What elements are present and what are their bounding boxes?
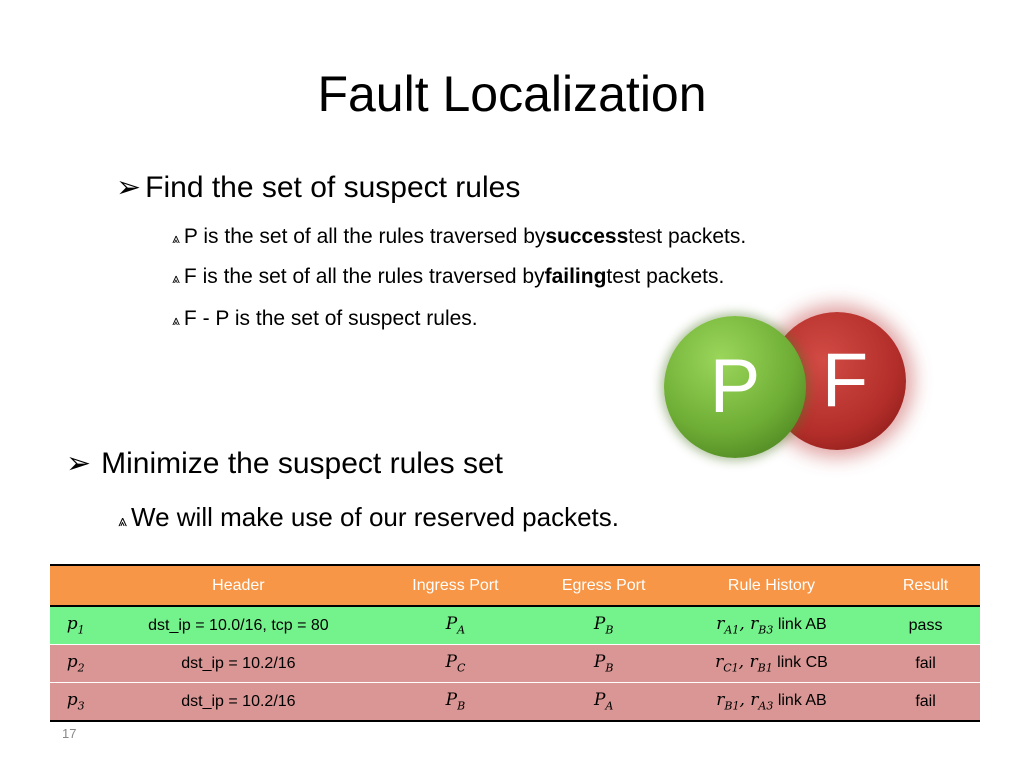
bullet-minimize-suspect-rules: ➢ Minimize the suspect rules set	[66, 446, 503, 481]
rule-history-cell: rA1, rB3 link AB	[671, 606, 872, 645]
bullet-text: Minimize the suspect rules set	[101, 447, 503, 480]
slide-title: Fault Localization	[317, 66, 707, 122]
rule-history-cell: rB1, rA3 link AB	[671, 682, 872, 722]
pennant-bullet-icon: ⩓	[172, 312, 180, 328]
sub-bullet-suspect-rules: ⩓ F - P is the set of suspect rules.	[172, 307, 478, 331]
pennant-bullet-icon: ⩓	[172, 270, 180, 286]
egress-port-cell: PB	[535, 644, 672, 683]
sub-bullet-text: P is the set of all the rules traversed …	[183, 225, 546, 248]
ingress-port-cell: PC	[375, 644, 536, 683]
column-header-egress-port: Egress Port	[535, 564, 672, 607]
egress-port-cell: PB	[535, 606, 672, 645]
sub-bullet-reserved-packets: ⩓ We will make use of our reserved packe…	[118, 502, 619, 533]
bullet-text: Find the set of suspect rules	[145, 171, 521, 204]
ingress-port-cell: PA	[375, 606, 536, 645]
table-header-row: Header Ingress Port Egress Port Rule His…	[50, 564, 980, 607]
header-cell: dst_ip = 10.2/16	[101, 682, 376, 722]
egress-port-cell: PA	[535, 682, 672, 722]
sub-bullet-text: We will make use of our reserved packets…	[131, 502, 619, 532]
sub-bullet-f-definition: ⩓ F is the set of all the rules traverse…	[172, 265, 724, 289]
arrowhead-bullet-icon: ➢	[116, 171, 142, 204]
column-header-result: Result	[871, 564, 980, 607]
venn-label-p: P	[709, 344, 761, 429]
rule-history-cell: rC1, rB1 link CB	[671, 644, 872, 683]
page-number: 17	[62, 726, 77, 741]
header-cell: dst_ip = 10.2/16	[101, 644, 376, 683]
result-cell: fail	[871, 644, 980, 683]
venn-circle-p: P	[664, 316, 806, 458]
table-row: p3 dst_ip = 10.2/16 PB PA rB1, rA3 link …	[50, 682, 980, 722]
sub-bullet-text: F is the set of all the rules traversed …	[183, 265, 545, 288]
pennant-bullet-icon: ⩓	[172, 230, 180, 246]
header-cell: dst_ip = 10.0/16, tcp = 80	[101, 606, 376, 645]
result-cell: pass	[871, 606, 980, 645]
packet-id-cell: p3	[50, 682, 102, 722]
sub-bullet-text: F - P is the set of suspect rules.	[183, 307, 478, 330]
table-row: p2 dst_ip = 10.2/16 PC PB rC1, rB1 link …	[50, 644, 980, 683]
ingress-port-cell: PB	[375, 682, 536, 722]
sub-bullet-text: test packets.	[606, 265, 725, 288]
sub-bullet-p-definition: ⩓ P is the set of all the rules traverse…	[172, 225, 746, 249]
venn-label-f: F	[821, 338, 869, 423]
packet-id-cell: p1	[50, 606, 102, 645]
packet-id-cell: p2	[50, 644, 102, 683]
column-header-ingress-port: Ingress Port	[375, 564, 536, 607]
bold-term: failing	[544, 265, 607, 288]
table-row: p1 dst_ip = 10.0/16, tcp = 80 PA PB rA1,…	[50, 606, 980, 645]
column-header-id	[50, 564, 102, 607]
result-cell: fail	[871, 682, 980, 722]
pennant-bullet-icon: ⩓	[118, 513, 128, 530]
column-header-header: Header	[101, 564, 376, 607]
rule-history-table: Header Ingress Port Egress Port Rule His…	[50, 564, 980, 722]
column-header-rule-history: Rule History	[671, 564, 872, 607]
sub-bullet-text: test packets.	[628, 225, 747, 248]
arrowhead-bullet-icon: ➢	[66, 447, 92, 480]
bullet-find-suspect-rules: ➢ Find the set of suspect rules	[116, 170, 520, 205]
bold-term: success	[545, 225, 629, 248]
